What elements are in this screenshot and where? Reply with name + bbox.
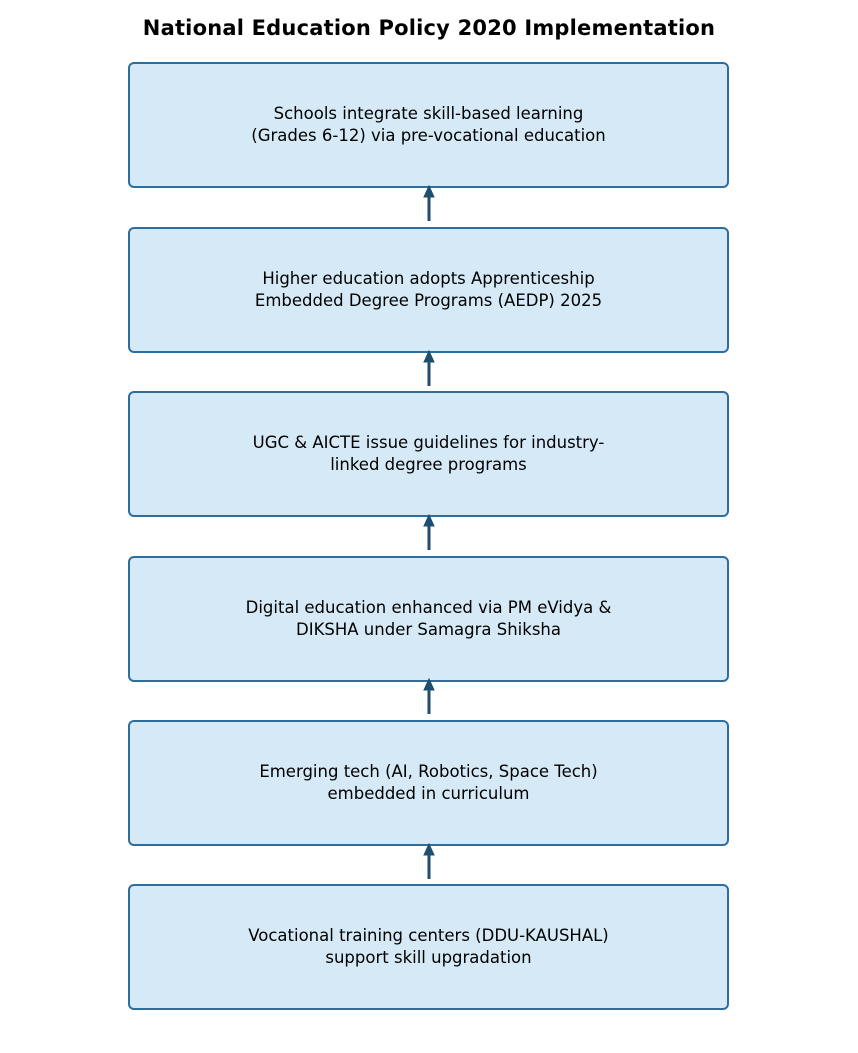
flow-step-2: Higher education adopts Apprenticeship E… <box>128 227 729 353</box>
flow-step-label: Emerging tech (AI, Robotics, Space Tech)… <box>259 762 598 803</box>
arrow-up-icon <box>423 184 435 221</box>
arrow-up-icon <box>423 349 435 386</box>
flow-step-5: Emerging tech (AI, Robotics, Space Tech)… <box>128 720 729 846</box>
flow-step-label: Vocational training centers (DDU-KAUSHAL… <box>248 926 609 967</box>
flow-step-label: UGC & AICTE issue guidelines for industr… <box>252 433 605 474</box>
arrow-up-icon <box>423 842 435 879</box>
arrow-up-icon <box>423 677 435 714</box>
flow-step-1: Schools integrate skill-based learning (… <box>128 62 729 188</box>
flow-step-3: UGC & AICTE issue guidelines for industr… <box>128 391 729 517</box>
flow-step-4: Digital education enhanced via PM eVidya… <box>128 556 729 682</box>
diagram-title: National Education Policy 2020 Implement… <box>142 16 716 40</box>
flow-step-label: Higher education adopts Apprenticeship E… <box>254 269 603 310</box>
flow-step-label: Schools integrate skill-based learning (… <box>251 104 606 145</box>
flow-step-6: Vocational training centers (DDU-KAUSHAL… <box>128 884 729 1010</box>
flow-step-label: Digital education enhanced via PM eVidya… <box>245 598 612 639</box>
arrow-up-icon <box>423 513 435 550</box>
